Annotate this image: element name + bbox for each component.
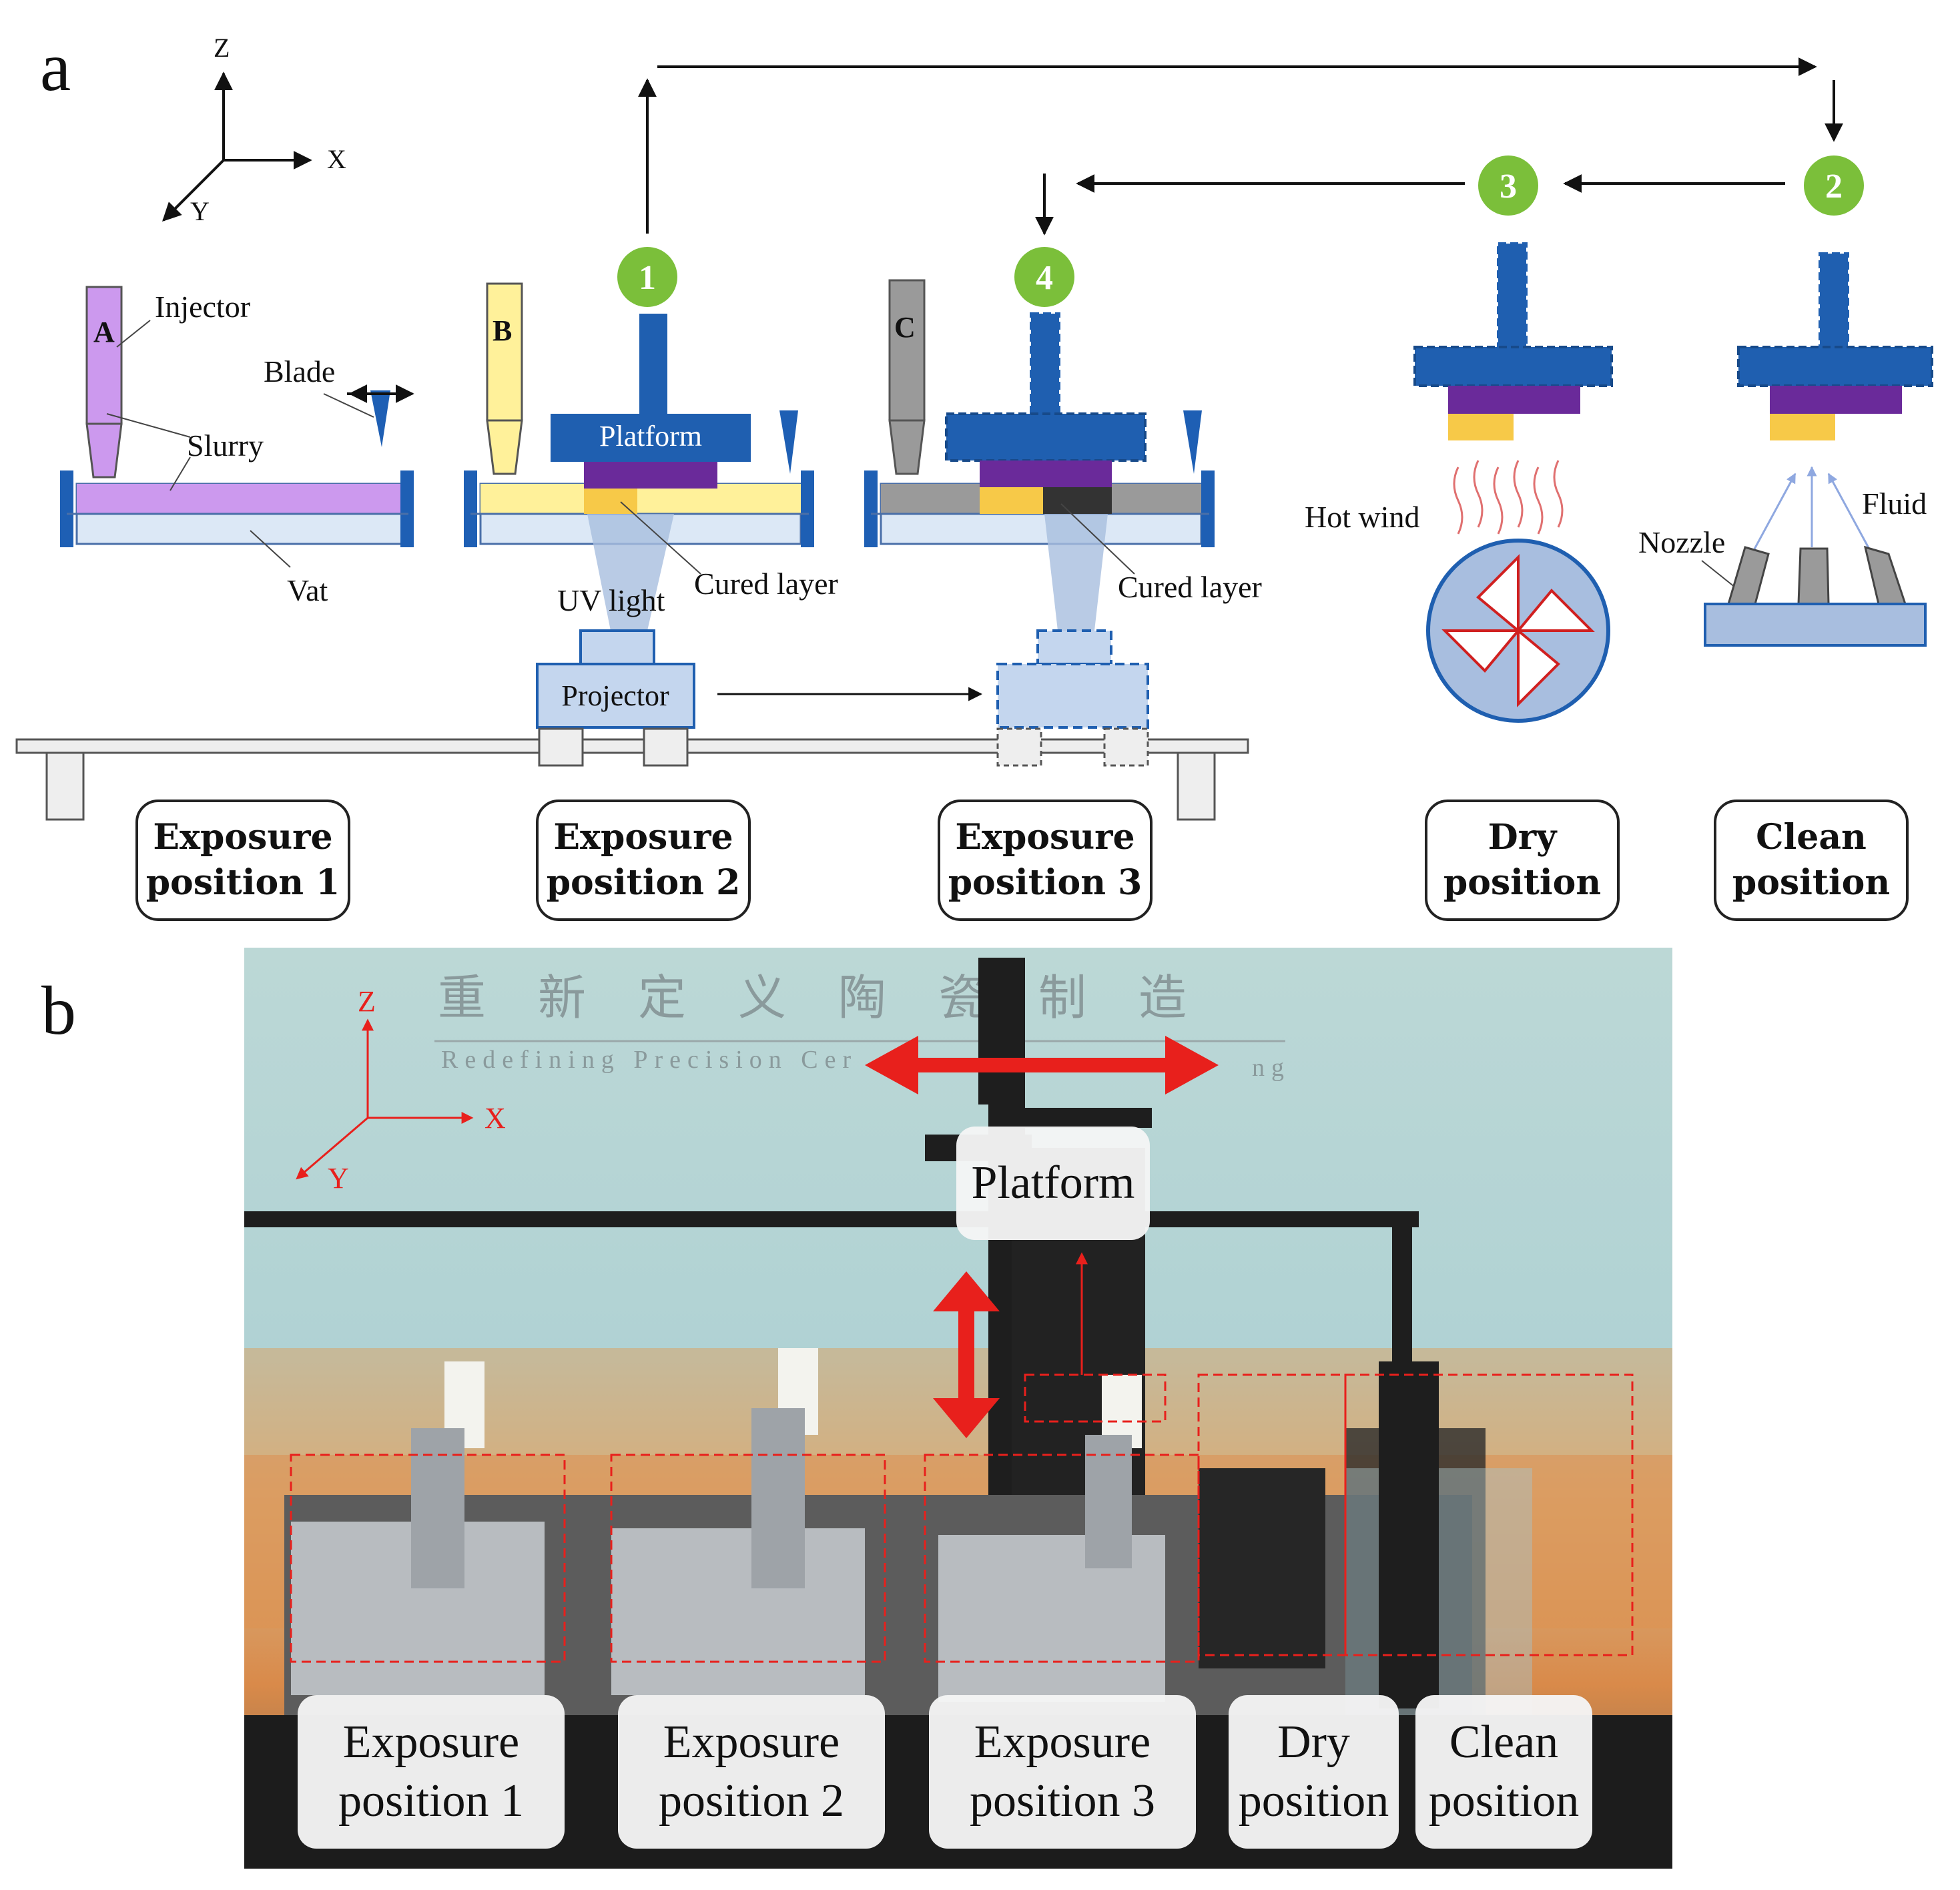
label-blade: Blade — [264, 354, 335, 388]
photo-station-exposure-1: Exposure position 1 — [298, 1695, 565, 1849]
banner-english-tail: ng — [1252, 1054, 1291, 1082]
label-nozzle: Nozzle — [1638, 525, 1725, 559]
injector-c: C — [888, 279, 926, 475]
photo-station-exposure-3: Exposure position 3 — [929, 1695, 1196, 1849]
axis-z-label: Z — [214, 33, 230, 63]
hot-wind-lines — [1453, 460, 1564, 535]
label-fluid: Fluid — [1862, 487, 1927, 521]
vat-station-1 — [60, 470, 414, 547]
label-slurry: Slurry — [187, 428, 264, 462]
axis-z-label-b: Z — [358, 985, 376, 1018]
label-uv-light: UV light — [557, 583, 665, 617]
svg-text:2: 2 — [1825, 168, 1843, 206]
step-2: 2 — [1804, 155, 1864, 216]
blade-1 — [370, 390, 390, 447]
svg-text:A: A — [93, 316, 115, 348]
platform-dry — [1413, 242, 1613, 440]
banner-english: Redefining Precision Cer — [441, 1046, 858, 1074]
platform-3 — [945, 312, 1147, 514]
flow-arrows — [638, 57, 1843, 701]
printer-photo: 重 新 定 义 陶 瓷 制 造 Redefining Precision Cer… — [244, 948, 1672, 1869]
uv-beam-2 — [587, 514, 674, 631]
svg-text:4: 4 — [1036, 259, 1053, 297]
svg-text:Platform: Platform — [599, 420, 702, 452]
blade-3 — [1183, 410, 1202, 474]
step-1: 1 — [617, 247, 677, 307]
step-4: 4 — [1014, 247, 1074, 307]
fluid-arrows — [1750, 466, 1873, 555]
svg-text:1: 1 — [639, 259, 656, 297]
process-diagram: a Z X Y 1 2 3 4 — [15, 29, 1933, 821]
label-cured-layer-1: Cured layer — [694, 567, 838, 601]
axis-x-label-b: X — [484, 1102, 506, 1135]
svg-text:Projector: Projector — [561, 679, 669, 712]
station-box-exposure-2: Exposure position 2 — [536, 800, 751, 921]
projector: Projector — [536, 629, 695, 729]
station-box-exposure-1: Exposure position 1 — [135, 800, 350, 921]
panel-b-letter: b — [41, 972, 76, 1049]
station-box-exposure-3: Exposure position 3 — [938, 800, 1153, 921]
z-motion-arrow — [933, 1271, 1000, 1438]
platform-label: Platform — [956, 1127, 1150, 1240]
uv-beam-3 — [1044, 514, 1108, 631]
svg-text:3: 3 — [1500, 168, 1517, 206]
panel-a-letter: a — [40, 29, 71, 105]
label-cured-layer-2: Cured layer — [1118, 570, 1262, 604]
label-vat: Vat — [287, 573, 328, 607]
svg-text:B: B — [493, 314, 512, 347]
axes-b — [296, 1018, 474, 1180]
fan-icon — [1426, 539, 1610, 723]
nozzle-array — [1704, 545, 1927, 647]
station-box-dry: Dry position — [1425, 800, 1620, 921]
axis-y-label-b: Y — [328, 1162, 349, 1195]
injector-b: B — [486, 282, 523, 475]
axes-a — [162, 71, 312, 222]
projector-ghost — [996, 629, 1149, 729]
station-box-clean: Clean position — [1714, 800, 1909, 921]
label-injector: Injector — [155, 290, 250, 324]
axis-y-label: Y — [190, 196, 210, 226]
injector-a: A — [85, 286, 123, 479]
svg-text:C: C — [894, 311, 916, 344]
station-highlight-boxes — [290, 1373, 1634, 1663]
photo-station-dry: Dry position — [1229, 1695, 1399, 1849]
axis-x-label: X — [327, 144, 346, 174]
step-3: 3 — [1478, 155, 1538, 216]
x-motion-arrow — [865, 1036, 1219, 1094]
platform-clean — [1737, 252, 1933, 440]
banner-chinese: 重 新 定 义 陶 瓷 制 造 — [438, 972, 1207, 1025]
rail — [15, 727, 1249, 821]
label-hot-wind: Hot wind — [1305, 500, 1420, 534]
blade-2 — [779, 410, 798, 474]
photo-station-exposure-2: Exposure position 2 — [618, 1695, 885, 1849]
photo-station-clean: Clean position — [1415, 1695, 1592, 1849]
platform-2: Platform — [551, 314, 751, 514]
